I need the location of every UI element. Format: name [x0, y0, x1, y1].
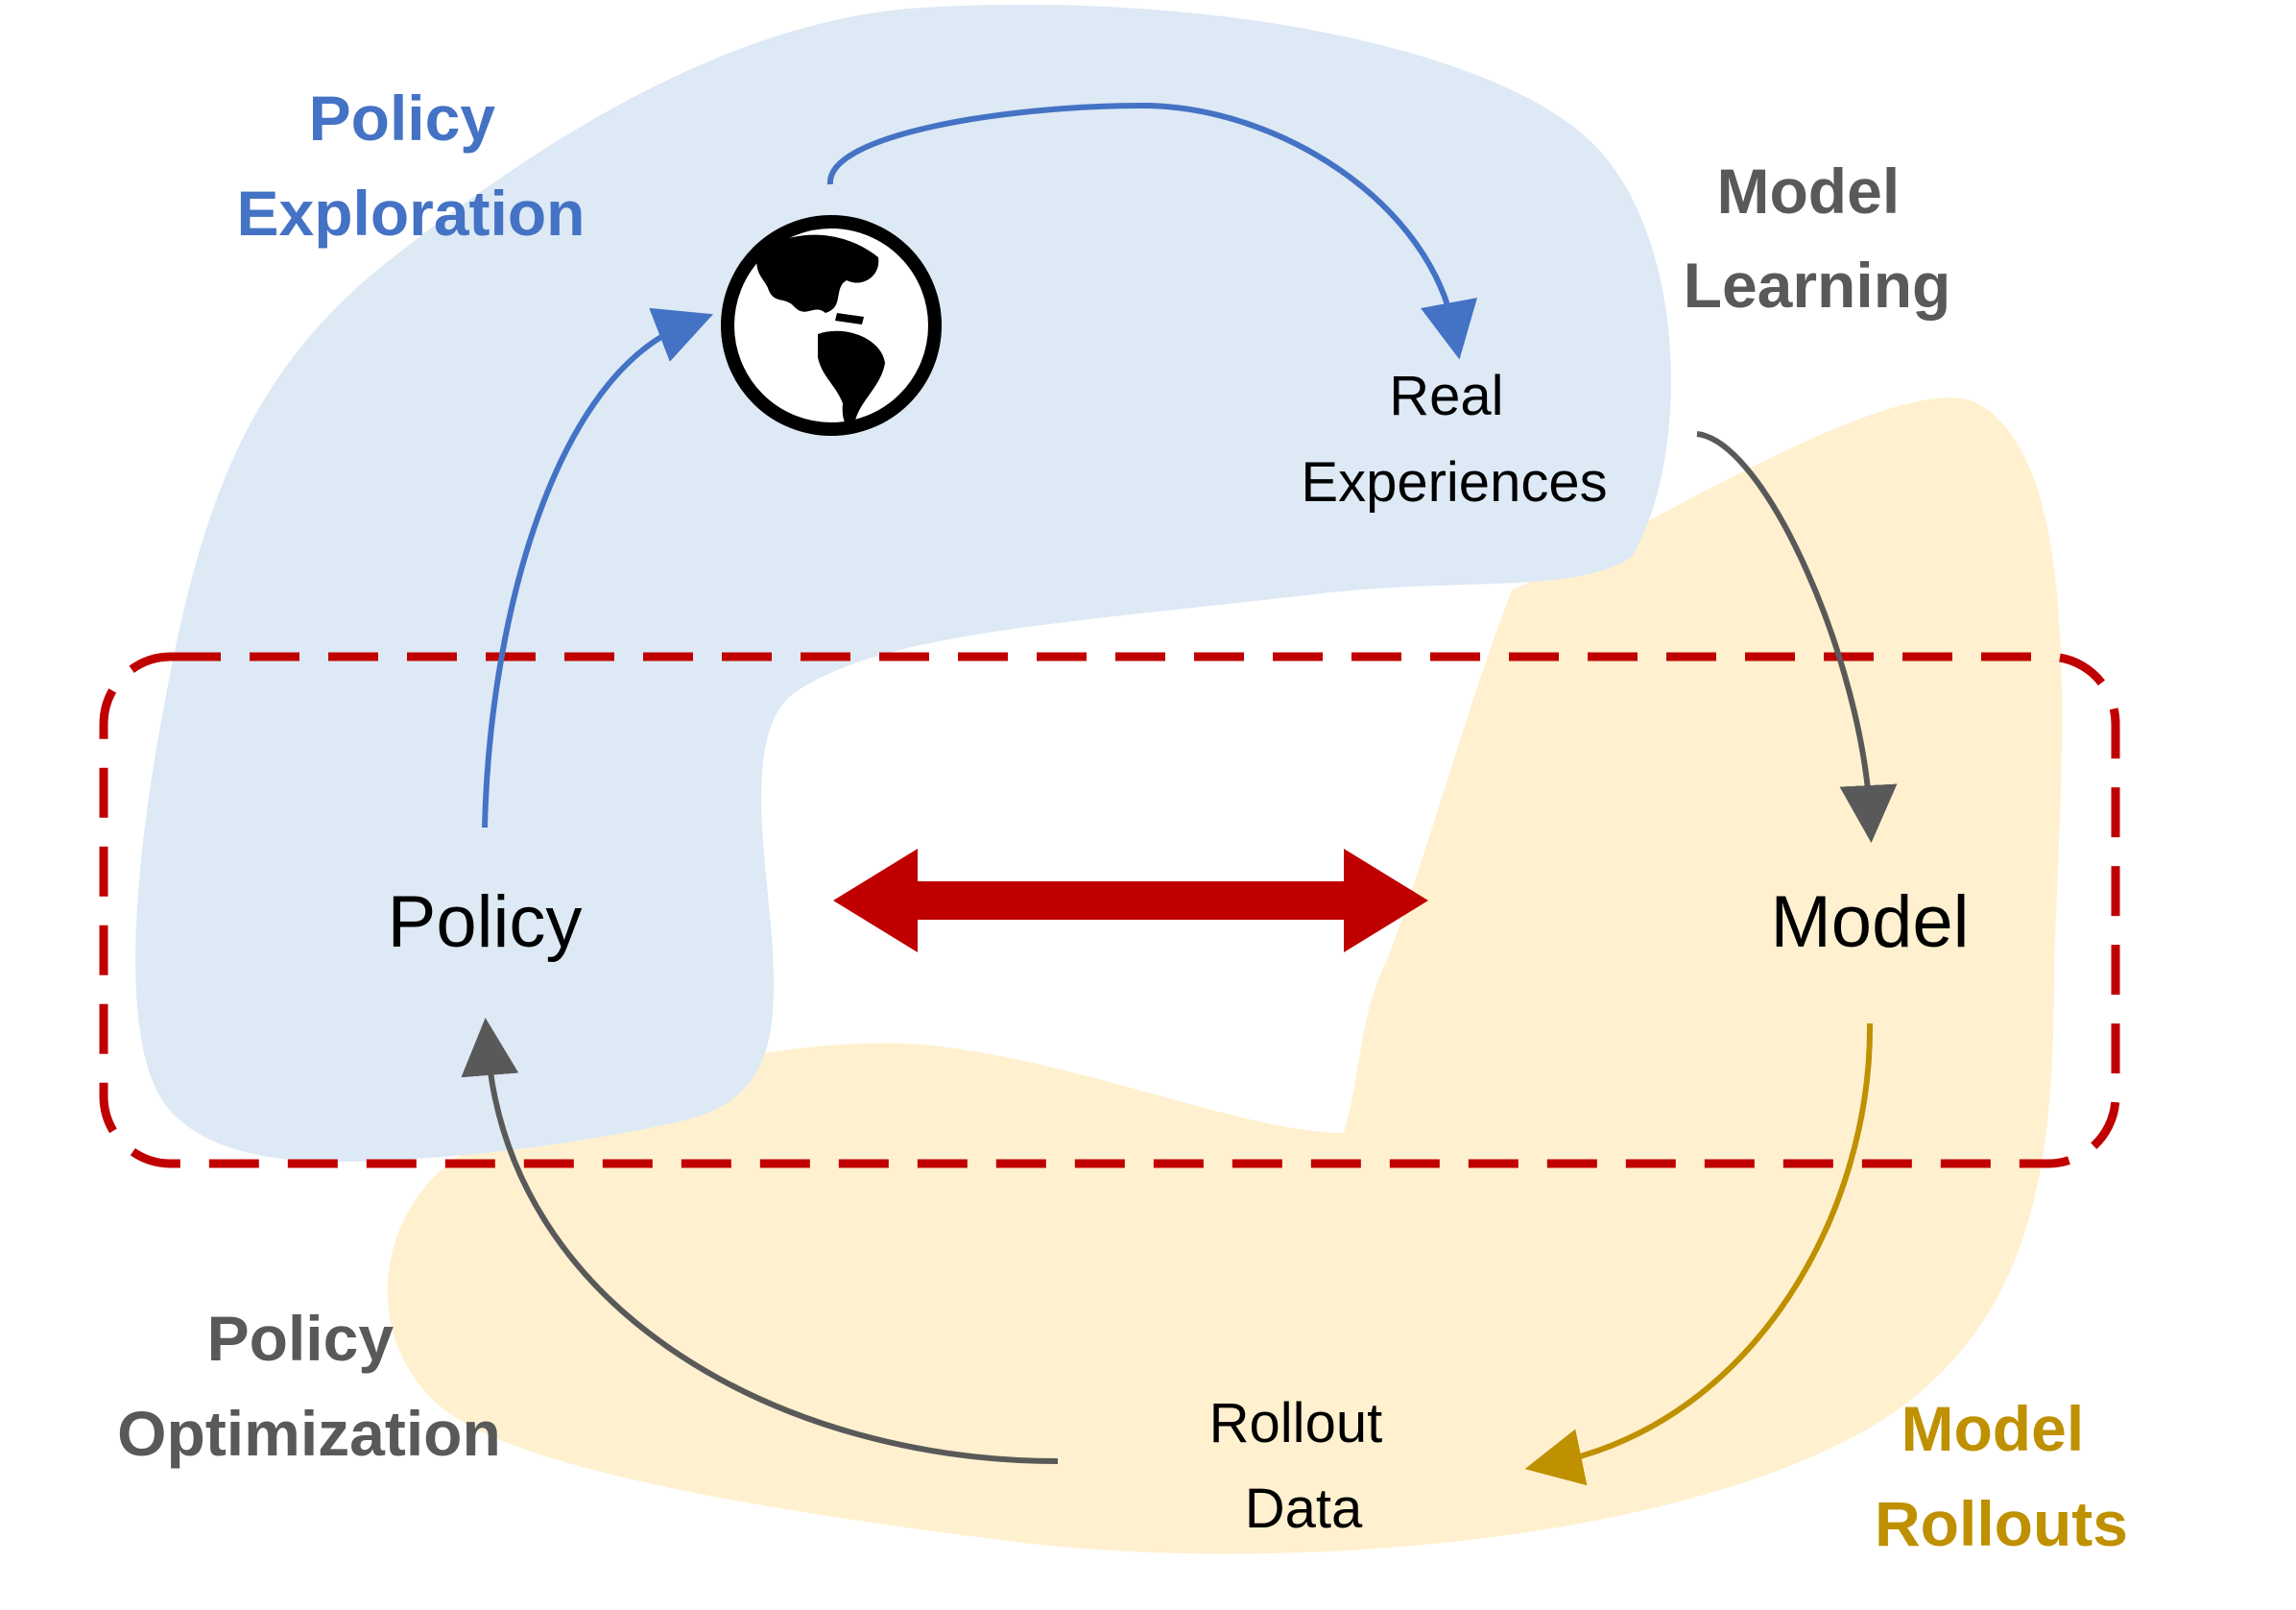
policy-optimization-line-1: Policy — [207, 1303, 395, 1374]
real-experiences-line-2: Experiences — [1301, 451, 1607, 514]
model-node-label: Model — [1771, 881, 1970, 963]
model-learning-label: Model Learning — [1684, 156, 1951, 321]
model-rollouts-line-1: Model — [1901, 1393, 2085, 1464]
model-rollouts-region — [387, 397, 2063, 1554]
real-experiences-label: Real Experiences — [1301, 365, 1607, 514]
environment-to-experiences-arrow — [826, 102, 1478, 360]
policy-exploration-label: Policy Exploration — [236, 83, 585, 249]
joint-optimization-box — [99, 652, 2120, 1168]
rollout-data-line-1: Rollout — [1209, 1392, 1383, 1454]
model-learning-line-1: Model — [1717, 156, 1901, 227]
rollout-data-line-2: Data — [1245, 1478, 1363, 1540]
model-rollouts-line-2: Rollouts — [1875, 1488, 2128, 1559]
rollout-to-policy-arrow — [461, 1018, 1059, 1464]
real-experiences-line-1: Real — [1389, 365, 1503, 427]
policy-optimization-label: Policy Optimization — [117, 1303, 501, 1469]
policy-exploration-line-1: Policy — [309, 83, 496, 154]
model-to-rollout-arrow — [1524, 1022, 1874, 1486]
policy-to-environment-arrow — [482, 307, 713, 829]
policy-node-label: Policy — [388, 881, 583, 963]
rollout-data-label: Rollout Data — [1209, 1392, 1399, 1540]
policy-optimization-line-2: Optimization — [117, 1398, 501, 1469]
experiences-to-model-arrow — [1696, 431, 1898, 843]
policy-model-double-arrow — [833, 849, 1428, 952]
model-rollouts-label: Model Rollouts — [1875, 1393, 2128, 1559]
model-learning-line-2: Learning — [1684, 250, 1951, 321]
globe-icon — [721, 215, 942, 436]
policy-exploration-line-2: Exploration — [236, 178, 585, 249]
policy-exploration-region — [135, 4, 1671, 1163]
